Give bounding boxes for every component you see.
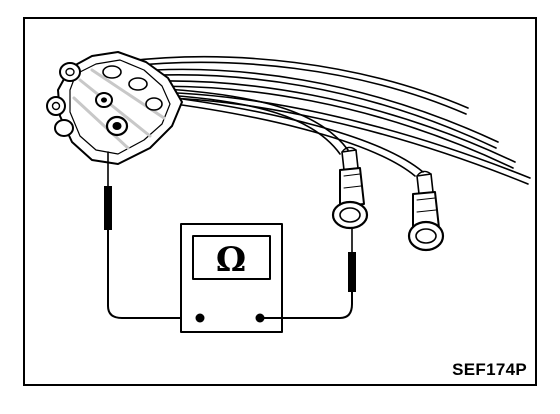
ohmmeter-icon [180, 223, 283, 333]
distributor-cap-icon [46, 51, 183, 165]
ohmmeter-test-illustration: Ω [46, 51, 531, 333]
figure-code-label: SEF174P [452, 360, 527, 379]
spark-plug-wire-icon [331, 146, 369, 230]
left-test-probe [104, 151, 201, 319]
spark-plug-wire-boot-2 [407, 170, 445, 252]
ohm-symbol: Ω [216, 240, 246, 280]
figure-frame: Ω [23, 17, 537, 386]
right-test-probe [259, 225, 356, 319]
wire-bundle [119, 56, 531, 185]
